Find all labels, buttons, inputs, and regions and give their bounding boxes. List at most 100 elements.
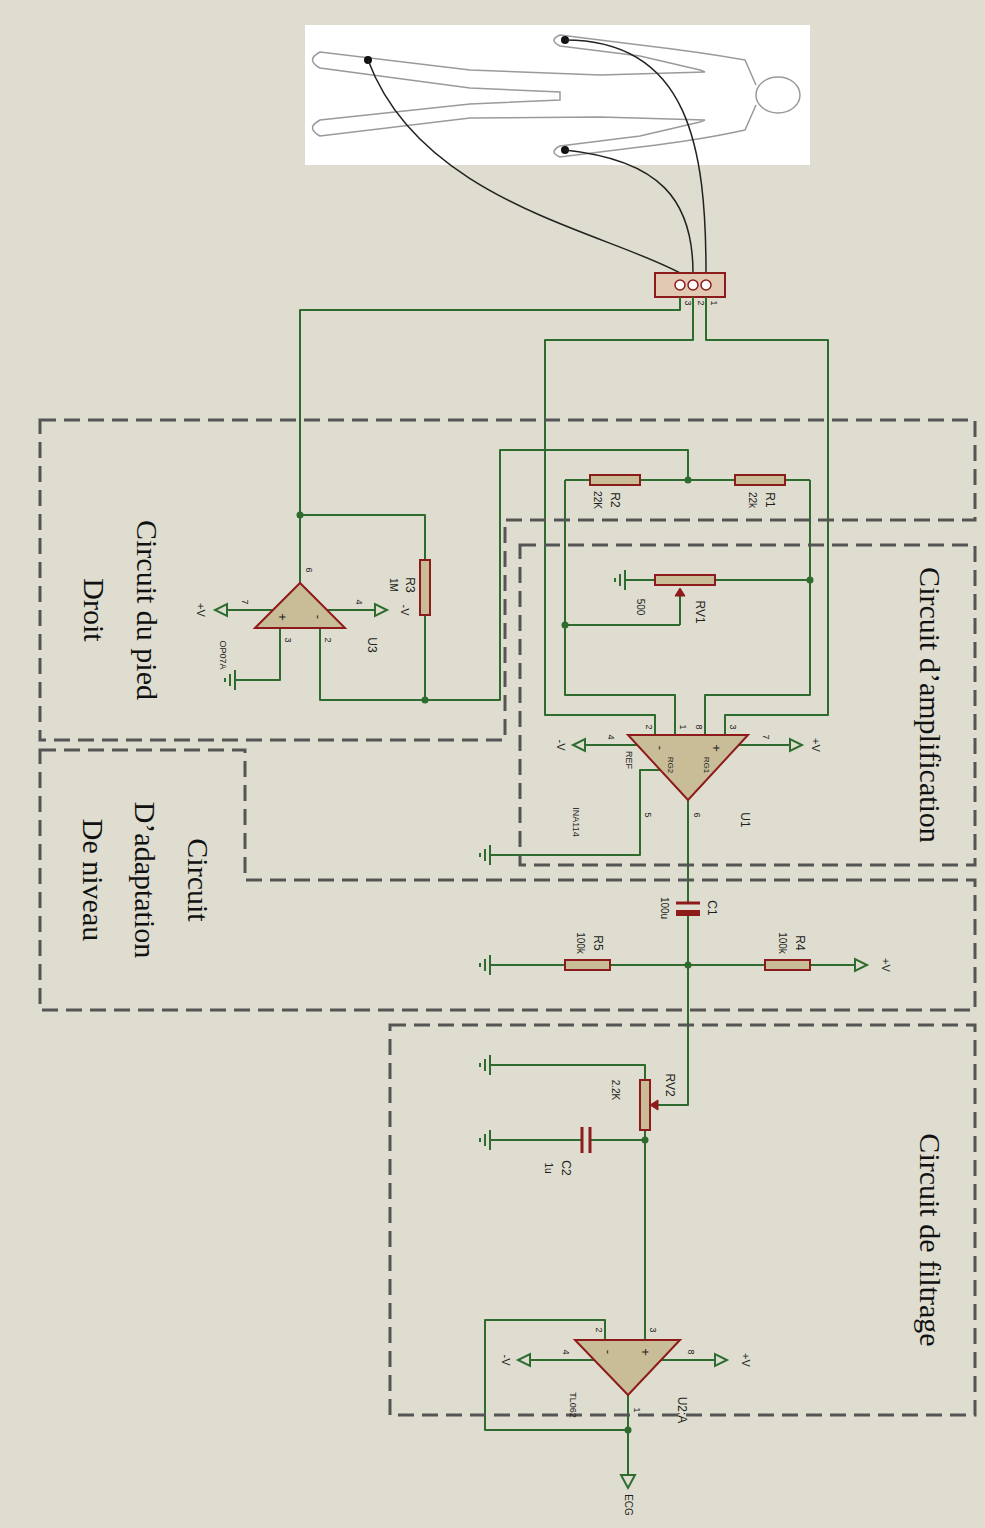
capacitor-plate bbox=[676, 902, 700, 905]
block-outline bbox=[40, 420, 975, 740]
junction-dot bbox=[625, 1427, 632, 1434]
ground-bar bbox=[489, 845, 491, 865]
wire bbox=[490, 1065, 645, 1080]
wire bbox=[490, 1139, 582, 1141]
component-label: REF bbox=[624, 751, 633, 769]
block-title: Circuit d’amplification bbox=[904, 567, 957, 843]
power-terminal bbox=[715, 1354, 727, 1366]
wire bbox=[706, 297, 828, 735]
component-label: 8 bbox=[686, 1349, 695, 1354]
component-label: 22k bbox=[747, 492, 757, 508]
ground-symbol bbox=[480, 1130, 490, 1150]
ground-bar bbox=[224, 678, 226, 682]
ground-bar bbox=[484, 1059, 486, 1071]
wire bbox=[715, 579, 810, 581]
wire bbox=[235, 628, 280, 680]
component-label: 22K bbox=[592, 491, 602, 509]
component-label: - bbox=[654, 746, 667, 750]
electrode-lead bbox=[565, 150, 693, 273]
power-terminal bbox=[375, 604, 387, 616]
component-label: 100k bbox=[575, 932, 585, 954]
component-label: - bbox=[312, 615, 325, 619]
wire bbox=[644, 1130, 646, 1340]
component-label: 1u bbox=[543, 1162, 553, 1173]
ground-bar bbox=[479, 963, 481, 967]
component-label: 100u bbox=[659, 897, 669, 919]
junction-dot bbox=[685, 477, 692, 484]
block-outline bbox=[40, 750, 975, 1010]
patient-body bbox=[313, 35, 757, 157]
dashed-outline bbox=[390, 1025, 975, 1415]
component-label: -V bbox=[555, 740, 566, 751]
wire bbox=[424, 615, 426, 700]
component-label: 5 bbox=[643, 812, 652, 817]
block-title: Circuit de filtrage bbox=[904, 1133, 957, 1346]
connector-pin bbox=[701, 280, 711, 290]
component-label: TL062 bbox=[568, 1392, 577, 1418]
power-terminal bbox=[215, 604, 227, 616]
ground-bar bbox=[479, 1063, 481, 1067]
ground-bar bbox=[489, 955, 491, 975]
wire bbox=[490, 770, 660, 855]
wire bbox=[545, 297, 693, 735]
resistor-symbol bbox=[420, 560, 430, 615]
connector-pin bbox=[675, 280, 685, 290]
component-label: 6 bbox=[692, 812, 701, 817]
wire-connector bbox=[687, 865, 689, 880]
ground-bar bbox=[229, 674, 231, 686]
wire bbox=[810, 964, 855, 966]
wire bbox=[661, 1359, 715, 1361]
wiper-arrow bbox=[675, 588, 685, 596]
wire bbox=[679, 594, 681, 625]
block-outline bbox=[390, 1025, 975, 1415]
wire-connector bbox=[687, 1010, 689, 1025]
component-label: R4 bbox=[794, 935, 806, 950]
wire bbox=[565, 624, 680, 626]
ground-symbol bbox=[480, 1055, 490, 1075]
component-label: R3 bbox=[404, 577, 416, 592]
component-label: 1M bbox=[388, 578, 398, 592]
wire bbox=[590, 1139, 645, 1141]
ground-bar bbox=[619, 574, 621, 586]
component-label: 3 bbox=[283, 637, 292, 642]
wire-connector bbox=[809, 520, 811, 545]
wire bbox=[490, 964, 565, 966]
circuit-block: Circuit du pied Droit bbox=[40, 420, 975, 740]
ground-bar bbox=[489, 1130, 491, 1150]
wire bbox=[530, 1359, 594, 1361]
component-label: - bbox=[602, 1350, 615, 1354]
component-label: 100k bbox=[777, 932, 787, 954]
junction-dot bbox=[685, 962, 692, 969]
component-label: U2:A bbox=[676, 1397, 688, 1424]
component-label: 500 bbox=[635, 599, 645, 616]
resistor-symbol bbox=[640, 1080, 650, 1130]
component-label: R5 bbox=[592, 935, 604, 950]
power-terminal bbox=[855, 959, 867, 971]
component-label: 7 bbox=[240, 599, 249, 604]
block-title: Circuit D’adaptation De niveau bbox=[66, 793, 224, 968]
wire bbox=[656, 1025, 688, 1105]
component-label: 7 bbox=[761, 734, 770, 739]
patient-panel bbox=[305, 25, 810, 165]
connector-block bbox=[655, 273, 725, 297]
wire bbox=[705, 480, 810, 735]
component-label: INA114 bbox=[571, 807, 580, 836]
electrode-lead bbox=[565, 40, 706, 273]
wire bbox=[739, 744, 790, 746]
wire bbox=[627, 1395, 629, 1475]
wire bbox=[227, 609, 273, 611]
component-label: 2 bbox=[323, 637, 332, 642]
resistor-symbol bbox=[735, 475, 785, 485]
dashed-outline bbox=[40, 750, 975, 1010]
component-label: 1 bbox=[709, 300, 718, 305]
component-label: -V bbox=[399, 605, 410, 616]
capacitor-plate bbox=[589, 1127, 592, 1153]
wire bbox=[688, 964, 765, 966]
wire bbox=[610, 964, 688, 966]
component-label: ECG bbox=[623, 1494, 633, 1516]
ground-symbol bbox=[225, 670, 235, 690]
wire bbox=[687, 880, 689, 903]
component-label: OP07A bbox=[218, 640, 227, 669]
opamp-symbol bbox=[575, 1340, 680, 1395]
